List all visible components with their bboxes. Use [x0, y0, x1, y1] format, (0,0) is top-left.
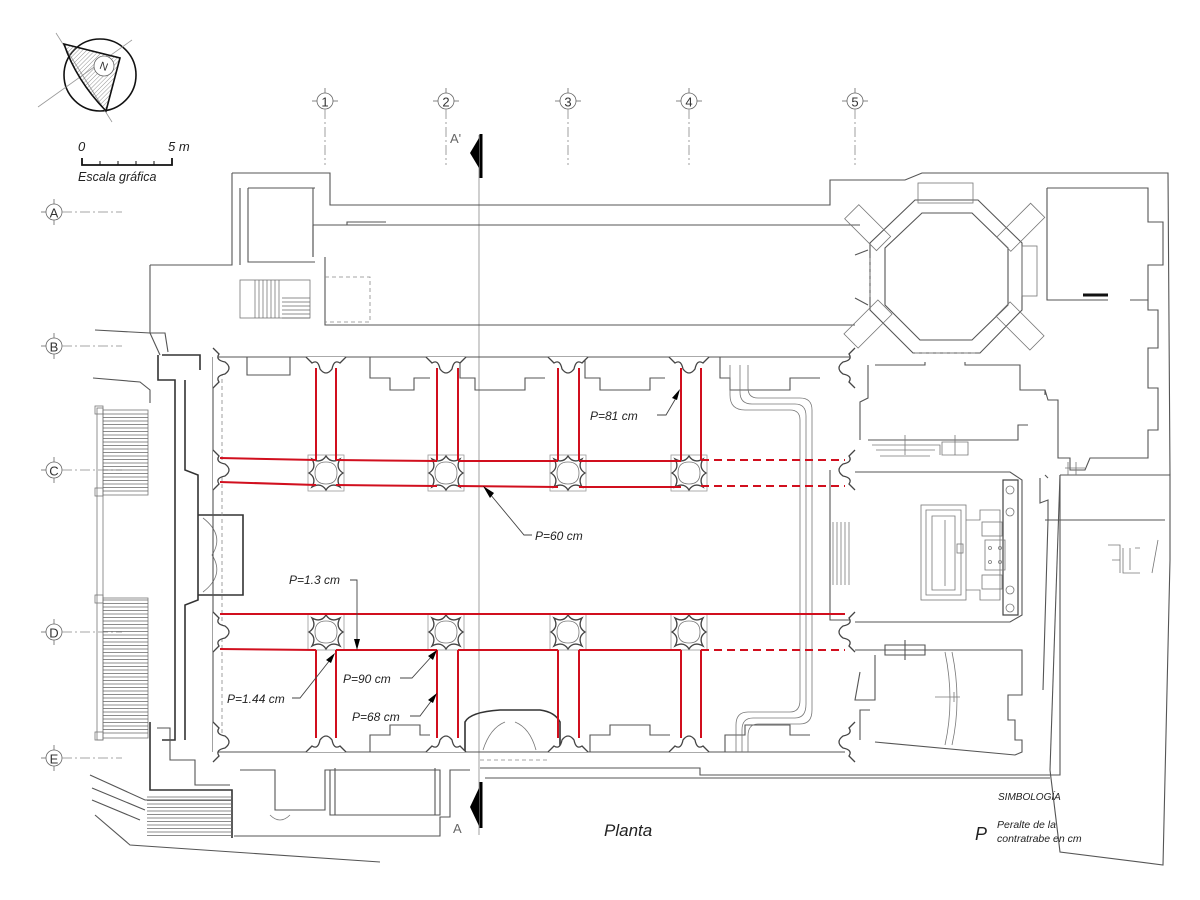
contratrabes: [219, 368, 845, 738]
stair-north: [239, 279, 311, 319]
svg-text:P=81 cm: P=81 cm: [590, 409, 638, 423]
svg-text:C: C: [49, 464, 58, 479]
wall-pilaster: [212, 721, 230, 763]
annotation-p60: P=60 cm: [483, 486, 583, 543]
wall-pilaster: [838, 347, 856, 389]
annotation-p13: P=1.3 cm: [289, 573, 360, 650]
scale-end: 5 m: [168, 139, 190, 154]
svg-text:B: B: [50, 340, 59, 355]
legend-title: SIMBOLOGÍA: [998, 790, 1061, 803]
pillar: [670, 613, 708, 651]
svg-text:4: 4: [685, 95, 692, 110]
grid-row-D: D: [41, 619, 122, 645]
section-line: A' A: [450, 131, 483, 836]
wall-pilaster: [547, 356, 589, 374]
svg-text:D: D: [49, 626, 58, 641]
southwest-block: [89, 722, 441, 863]
plan-title: Planta: [604, 821, 652, 840]
svg-text:P=90 cm: P=90 cm: [343, 672, 391, 686]
wall-pilaster: [838, 449, 856, 491]
wall-pilaster: [425, 356, 467, 374]
svg-text:E: E: [50, 752, 59, 767]
grid-row-E: E: [41, 745, 122, 771]
grid-column-3: 3: [555, 88, 581, 165]
sacristy: [1044, 187, 1164, 475]
presbytery: [854, 471, 1165, 756]
pillar: [427, 613, 465, 651]
svg-text:1: 1: [321, 95, 328, 110]
wall-pilaster: [668, 356, 710, 374]
section-mark-bottom: A: [453, 821, 462, 836]
pillar: [549, 613, 587, 651]
svg-text:5: 5: [851, 95, 858, 110]
grid-column-4: 4: [676, 88, 702, 165]
grid-column-1: 1: [312, 88, 338, 165]
wall-pilaster: [668, 735, 710, 753]
nave: [212, 356, 855, 761]
wall-pilaster: [547, 735, 589, 753]
section-mark-top: A': [450, 131, 461, 146]
svg-text:2: 2: [442, 95, 449, 110]
north-arrow-icon: N: [37, 32, 137, 123]
wall-pilaster: [305, 735, 347, 753]
svg-text:3: 3: [564, 95, 571, 110]
scale-bar: 0 5 m Escala gráfica: [78, 139, 190, 184]
wall-pilaster: [305, 356, 347, 374]
north-letter: N: [98, 60, 110, 74]
annotation-p81: P=81 cm: [590, 389, 680, 423]
wall-pilaster: [838, 611, 856, 653]
octagonal-chapel: [843, 182, 1046, 457]
wall-pilaster: [425, 735, 467, 753]
building-outline: [149, 172, 1171, 866]
wall-pilaster: [838, 721, 856, 763]
legend: SIMBOLOGÍA P Peralte de la contratrabe e…: [975, 790, 1082, 845]
svg-text:P=1.3 cm: P=1.3 cm: [289, 573, 340, 587]
svg-text:A: A: [50, 206, 59, 221]
north-corridor: [312, 224, 860, 326]
legend-line1: Peralte de la: [997, 819, 1056, 831]
svg-text:P=1.44 cm: P=1.44 cm: [227, 692, 285, 706]
svg-text:P=68 cm: P=68 cm: [352, 710, 400, 724]
grid-column-2: 2: [433, 88, 459, 165]
legend-symbol: P: [975, 824, 987, 844]
pillar: [307, 613, 345, 651]
west-facade: [92, 329, 244, 741]
annotation-p144: P=1.44 cm: [227, 653, 335, 706]
scale-caption: Escala gráfica: [78, 170, 157, 184]
wall-pilaster: [212, 347, 230, 389]
annotation-p68: P=68 cm: [352, 693, 437, 724]
scale-start: 0: [78, 139, 86, 154]
grid-column-5: 5: [842, 88, 868, 165]
legend-line2: contratrabe en cm: [997, 833, 1082, 845]
annotation-p90: P=90 cm: [343, 650, 437, 686]
wall-pilaster: [212, 449, 230, 491]
svg-text:P=60 cm: P=60 cm: [535, 529, 583, 543]
grid-row-B: B: [41, 333, 122, 359]
grid-row-A: A: [41, 199, 122, 225]
wall-pilaster: [212, 611, 230, 653]
